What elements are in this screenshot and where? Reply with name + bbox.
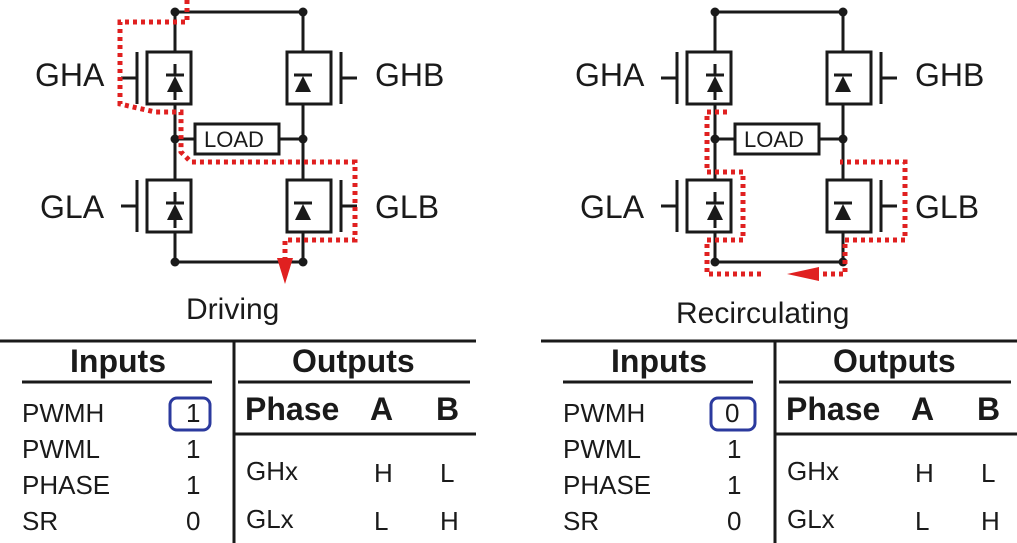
input-name: SR	[22, 506, 58, 536]
input-value: 1	[186, 398, 200, 428]
output-name: GHx	[787, 456, 839, 486]
input-value: 0	[725, 398, 739, 428]
input-name: PWML	[22, 434, 100, 464]
col-b-header: B	[977, 391, 1000, 427]
col-b-header: B	[436, 391, 459, 427]
output-b: L	[981, 458, 995, 488]
bridge-recirculating	[659, 6, 908, 281]
gate-label-glb: GLB	[375, 189, 439, 225]
input-name: PWMH	[563, 398, 645, 428]
input-name: SR	[563, 506, 599, 536]
output-a: L	[374, 506, 388, 536]
output-name: GLx	[787, 504, 835, 534]
output-b: H	[981, 506, 1000, 536]
load-label: LOAD	[204, 127, 264, 152]
caption-recirculating: Recirculating	[676, 297, 849, 330]
inputs-header: Inputs	[70, 343, 166, 379]
highlight-box	[168, 396, 212, 432]
input-name: PHASE	[563, 470, 651, 500]
gate-label-ghb: GHB	[375, 57, 444, 93]
input-name: PWMH	[22, 398, 104, 428]
input-value: 1	[727, 470, 741, 500]
highlight-box	[709, 396, 757, 432]
current-path-recirc-right	[815, 159, 908, 277]
outputs-header: Outputs	[292, 343, 415, 379]
gate-label-ghb-2: GHB	[915, 57, 984, 93]
input-value: 1	[186, 434, 200, 464]
input-value: 0	[186, 506, 200, 536]
output-a: H	[915, 458, 934, 488]
gate-label-gla: GLA	[40, 189, 105, 225]
caption-driving: Driving	[186, 293, 279, 326]
input-value: 1	[727, 434, 741, 464]
load-label-2: LOAD	[744, 127, 804, 152]
outputs-header: Outputs	[833, 343, 956, 379]
current-path-recirc-left	[704, 109, 765, 277]
bridge-driving	[117, 0, 359, 284]
gate-label-gha: GHA	[35, 57, 105, 93]
input-name: PHASE	[22, 470, 110, 500]
phase-header: Phase	[245, 391, 339, 427]
truth-table-recirculating: Inputs Outputs Phase A B PWMH 0 PWML 1 P…	[541, 339, 1017, 543]
output-a: H	[374, 458, 393, 488]
input-name: PWML	[563, 434, 641, 464]
inputs-header: Inputs	[611, 343, 707, 379]
truth-table-driving: Inputs Outputs Phase A B PWMH 1 PWML 1 P…	[0, 339, 476, 543]
output-name: GLx	[246, 504, 294, 534]
output-b: L	[440, 458, 454, 488]
input-value: 1	[186, 470, 200, 500]
output-name: GHx	[246, 456, 298, 486]
current-arrow-driving	[277, 258, 293, 284]
gate-label-gla-2: GLA	[580, 189, 645, 225]
phase-header: Phase	[786, 391, 880, 427]
output-b: H	[440, 506, 459, 536]
gate-label-glb-2: GLB	[915, 189, 979, 225]
output-a: L	[915, 506, 929, 536]
col-a-header: A	[370, 391, 393, 427]
current-arrow-recirc	[787, 267, 819, 281]
col-a-header: A	[911, 391, 934, 427]
gate-label-gha-2: GHA	[575, 57, 645, 93]
input-value: 0	[727, 506, 741, 536]
